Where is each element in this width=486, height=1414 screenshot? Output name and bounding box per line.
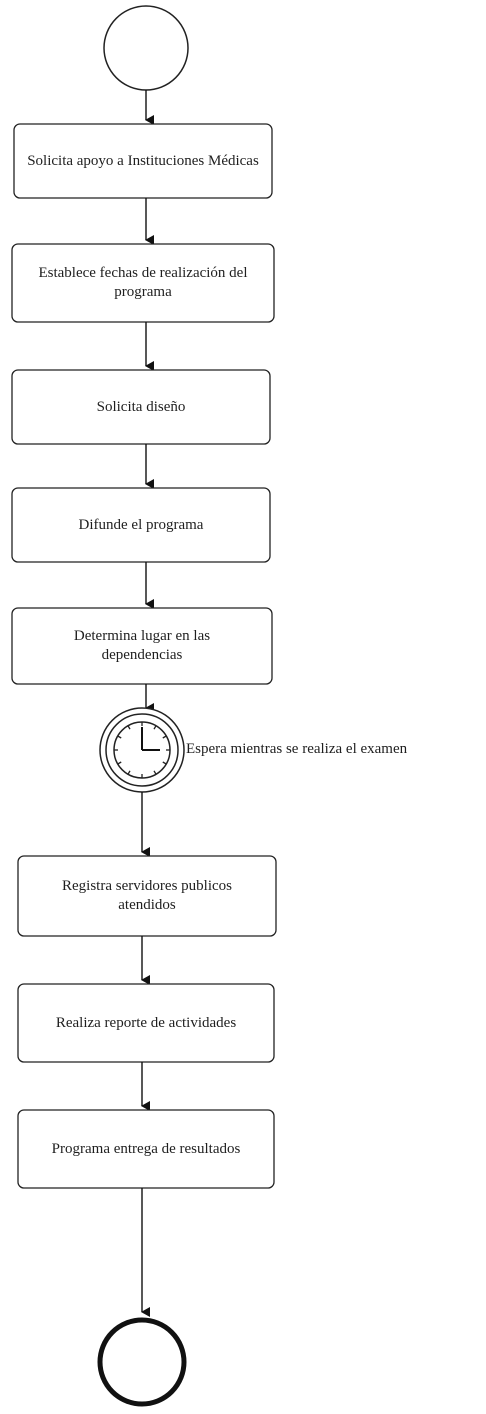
step-label: Solicita apoyo a Instituciones Médicas: [27, 152, 259, 169]
step-box-3: [11, 369, 271, 445]
step-box-6: [17, 855, 277, 937]
clock-tick: [162, 761, 167, 765]
step-label: Registra servidores publicos atendidos: [62, 878, 232, 913]
step-box-1: [13, 123, 273, 199]
end-event: [97, 1317, 187, 1407]
step-label: Difunde el programa: [78, 516, 204, 533]
timer-event-label: Espera mientras se realiza el examen: [186, 741, 408, 757]
clock-tick: [127, 770, 131, 775]
clock-tick: [153, 770, 157, 775]
clock-tick: [117, 735, 122, 739]
clock-icon: [99, 707, 185, 793]
step-label: Establece fechas de realización del prog…: [38, 265, 248, 300]
step-label: Realiza reporte de actividades: [55, 1014, 237, 1031]
clock-tick: [153, 725, 157, 730]
step-label: Solicita diseño: [96, 398, 186, 415]
start-event: [103, 5, 189, 91]
step-box-7: [17, 983, 275, 1063]
step-label: Determina lugar en las dependencias: [73, 628, 211, 663]
clock-tick: [117, 761, 122, 765]
step-box-8: [17, 1109, 275, 1189]
step-box-4: [11, 487, 271, 563]
clock-tick: [162, 735, 167, 739]
step-box-5: [11, 607, 273, 685]
step-label: Programa entrega de resultados: [51, 1140, 241, 1157]
step-box-2: [11, 243, 275, 323]
clock-tick: [127, 725, 131, 730]
